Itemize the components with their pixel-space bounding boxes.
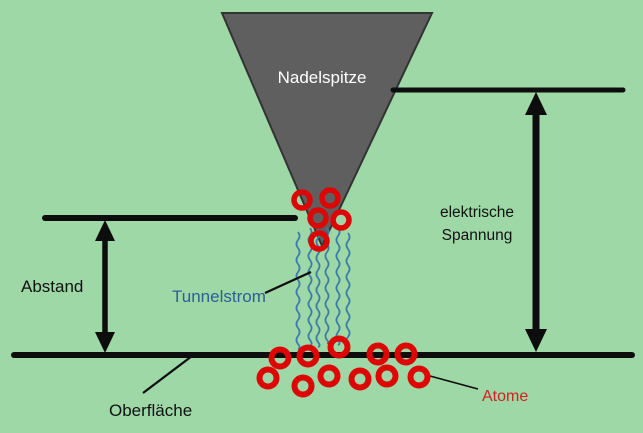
distance-arrow (95, 220, 115, 353)
tunnel-current-label: Tunnelstrom (172, 287, 266, 306)
surface-atom-ring (407, 365, 431, 389)
voltage-arrow (525, 92, 547, 352)
needle-tip-triangle (220, 12, 434, 249)
voltage-arrow-head-down (525, 329, 547, 352)
tunnel-current-wave (295, 231, 301, 350)
tip-atom-ring (291, 189, 313, 211)
tunnel-current-wave (345, 232, 351, 342)
surface-atom-ring (375, 364, 399, 388)
surface-atom-ring (317, 364, 341, 388)
atoms-pointer-line (429, 375, 479, 390)
tip-atoms-group (291, 187, 352, 252)
tip-atom-ring (319, 187, 341, 209)
tunnel-current-wave (324, 227, 330, 345)
surface-label: Oberfläche (109, 401, 193, 420)
distance-arrow-head-down (95, 332, 115, 353)
surface-atoms-group (256, 335, 431, 398)
distance-label: Abstand (21, 277, 84, 296)
surface-atom-ring (268, 346, 292, 370)
distance-arrow-head-up (95, 220, 115, 241)
surface-atom-ring (327, 335, 351, 359)
surface-atom-ring (296, 344, 320, 368)
surface-pointer-line (142, 355, 193, 394)
surface-atom-ring (366, 342, 390, 366)
voltage-arrow-head-up (525, 92, 547, 115)
atoms-label: Atome (482, 388, 529, 405)
voltage-label-line1: elektrische (439, 204, 515, 221)
voltage-label: elektrische Spannung (440, 201, 514, 247)
surface-atom-ring (394, 342, 418, 366)
surface-atom-ring (348, 367, 372, 391)
tunnel-current-wave (335, 227, 341, 346)
tip-atom-ring (330, 209, 352, 231)
needle-tip-label: Nadelspitze (277, 68, 367, 87)
voltage-label-line2: Spannung (441, 227, 513, 244)
tip-atom-ring (307, 207, 329, 229)
surface-atom-ring (291, 374, 315, 398)
tunnelstrom-pointer-line (264, 270, 312, 295)
tip-atom-ring (308, 230, 330, 252)
surface-atom-ring (256, 366, 280, 390)
